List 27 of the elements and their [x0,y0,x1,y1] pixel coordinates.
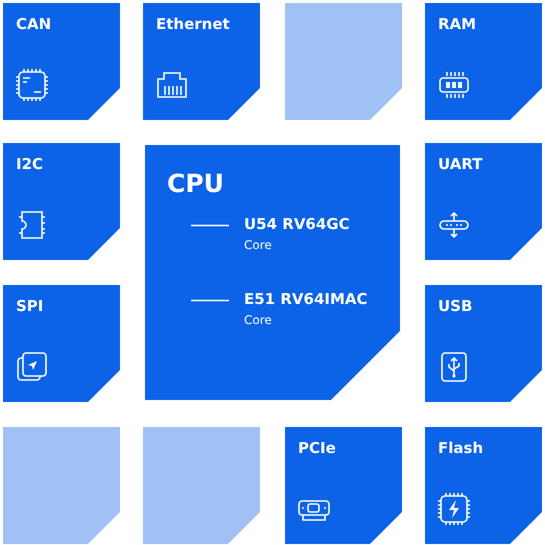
tile [425,427,542,544]
tile-label: UART [438,155,482,173]
tile [3,143,120,260]
empty-tile [3,427,120,544]
tile-label: Flash [438,439,484,457]
empty-tile [143,427,260,544]
tile [425,143,542,260]
core-name: E51 RV64IMAC [244,290,368,308]
block-title: CPU [167,169,224,198]
tile-label: SPI [16,297,44,315]
core-caption: Core [244,238,272,252]
tile [285,427,402,544]
tile [3,285,120,402]
tile [3,3,120,120]
core-name: U54 RV64GC [244,215,350,233]
tile [425,285,542,402]
tile [145,145,400,400]
tile [425,3,542,120]
empty-tile [285,3,402,120]
tile-label: RAM [438,15,476,33]
tile-label: PCIe [298,439,336,457]
tile-label: USB [438,297,472,315]
tile-label: Ethernet [156,15,230,33]
core-caption: Core [244,313,272,327]
tile-label: CAN [16,15,52,33]
tile [143,3,260,120]
tile-label: I2C [16,155,44,173]
